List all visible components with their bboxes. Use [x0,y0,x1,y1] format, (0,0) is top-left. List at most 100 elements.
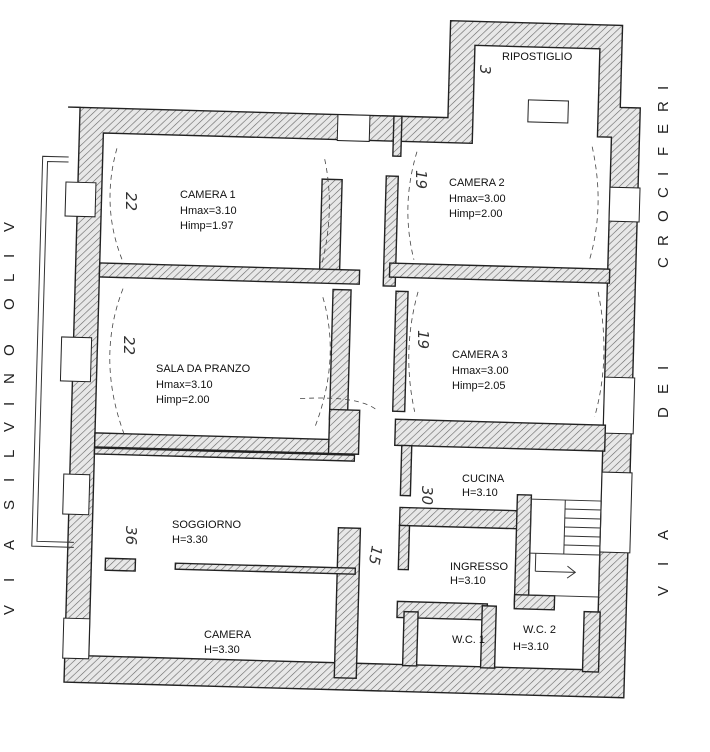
note-cucina: 30 [418,486,436,505]
svg-text:E: E [655,384,672,394]
street-right: V I A D E I C R O C I F E R I [655,86,672,596]
window-right-1 [608,186,641,223]
vault-arc-camera2 [407,146,599,262]
note-camera2: 19 [412,170,430,189]
wall-soggiorno-right [333,527,362,680]
vault-arc-camera1 [109,148,330,265]
note-corridoio: 15 [365,544,386,566]
svg-text:A: A [1,540,18,550]
svg-text:I: I [1,254,18,258]
svg-text:O: O [1,298,18,310]
svg-text:CAMERA 1: CAMERA 1 [180,189,236,201]
svg-text:L: L [1,450,18,458]
svg-text:H=3.30: H=3.30 [204,644,240,656]
wall-cucina-left [399,444,413,497]
svg-text:Hmax=3.00: Hmax=3.00 [452,365,509,377]
window-left-3 [62,473,91,516]
room-sala-da-pranzo: SALA DA PRANZO Hmax=3.10 Himp=2.00 [156,363,251,406]
wall-pier-sala-bottom [327,408,361,455]
svg-text:Hmax=3.10: Hmax=3.10 [156,379,213,391]
svg-text:N: N [1,373,18,384]
svg-text:Himp=2.00: Himp=2.00 [449,208,503,220]
svg-text:RIPOSTIGLIO: RIPOSTIGLIO [502,51,573,63]
wall-wc1-right [479,605,498,669]
note-ripostiglio: 3 [476,65,494,75]
window-left-2 [59,336,93,383]
svg-text:V: V [1,605,18,615]
wall-pier-camera3 [391,290,409,413]
room-ingresso: INGRESSO H=3.10 [450,561,509,587]
window-top-1 [336,114,371,142]
wall-pier-center-top [318,178,343,281]
room-wc-1: W.C. 1 [452,634,485,646]
svg-text:CAMERA: CAMERA [204,629,252,641]
svg-text:W.C. 2: W.C. 2 [523,624,556,636]
svg-text:CUCINA: CUCINA [462,473,505,485]
window-left-1 [64,181,97,218]
svg-text:W.C. 1: W.C. 1 [452,634,485,646]
wall-soggiorno-bottom [104,557,137,572]
svg-text:SALA DA PRANZO: SALA DA PRANZO [156,363,251,375]
window-top-2 [527,99,569,124]
room-cucina: CUCINA H=3.10 [462,473,505,499]
staircase [528,498,602,598]
svg-text:H=3.10: H=3.10 [513,641,549,653]
wall-ingresso-left [397,524,411,571]
balcony [31,155,74,548]
svg-text:R: R [655,101,672,112]
window-right-2 [602,376,636,435]
room-soggiorno: SOGGIORNO H=3.30 [172,519,242,546]
note-sala: 22 [120,336,138,355]
svg-text:D: D [655,407,672,418]
svg-text:INGRESSO: INGRESSO [450,561,509,573]
wall-soggiorno-bottom-b [174,562,357,575]
svg-text:H=3.10: H=3.10 [450,575,486,587]
wall-wc2-top [513,593,556,611]
wall-pier-center-b [382,175,399,287]
svg-text:L: L [1,274,18,282]
svg-text:Hmax=3.00: Hmax=3.00 [449,193,506,205]
svg-text:E: E [655,124,672,134]
wall-camera2-bottom [388,262,611,284]
vault-arc-sala [109,288,331,434]
svg-text:Himp=1.97: Himp=1.97 [180,220,234,232]
wall-soggiorno-top [93,447,356,462]
svg-text:H=3.10: H=3.10 [462,487,498,499]
note-camera3: 19 [414,330,432,349]
svg-text:R: R [655,235,672,246]
svg-text:O: O [1,344,18,356]
svg-text:A: A [655,530,672,540]
street-left: V I A S I L V I N O O L I V [1,222,18,615]
wall-cucina-bottom [398,506,521,530]
window-left-4 [62,617,91,660]
svg-text:I: I [655,172,672,176]
vault-arc-center [299,397,378,412]
room-ripostiglio: RIPOSTIGLIO [502,51,573,63]
svg-text:I: I [1,478,18,482]
wall-camera3-bottom [394,418,607,452]
wall-camera1-bottom [98,262,361,285]
svg-text:Hmax=3.10: Hmax=3.10 [180,205,237,217]
svg-text:H=3.30: H=3.30 [172,534,208,546]
svg-text:I: I [655,86,672,90]
svg-text:SOGGIORNO: SOGGIORNO [172,519,242,531]
svg-text:V: V [1,222,18,232]
svg-text:I: I [655,562,672,566]
svg-text:Himp=2.00: Himp=2.00 [156,394,210,406]
note-camera1: 22 [122,192,140,211]
svg-text:Himp=2.05: Himp=2.05 [452,380,506,392]
room-wc-2: W.C. 2 H=3.10 [513,624,556,653]
svg-text:F: F [655,147,672,156]
wall-wc2-right [581,610,601,673]
window-right-3 [599,471,633,554]
wall-camera2-left [392,115,403,158]
svg-text:I: I [1,578,18,582]
svg-text:V: V [1,422,18,432]
svg-text:V: V [655,586,672,596]
room-camera-2: CAMERA 2 Hmax=3.00 Himp=2.00 [449,177,506,220]
outer-wall [63,19,641,699]
wall-pier-sala [328,288,352,421]
svg-text:I: I [1,402,18,406]
svg-text:C: C [655,187,672,198]
